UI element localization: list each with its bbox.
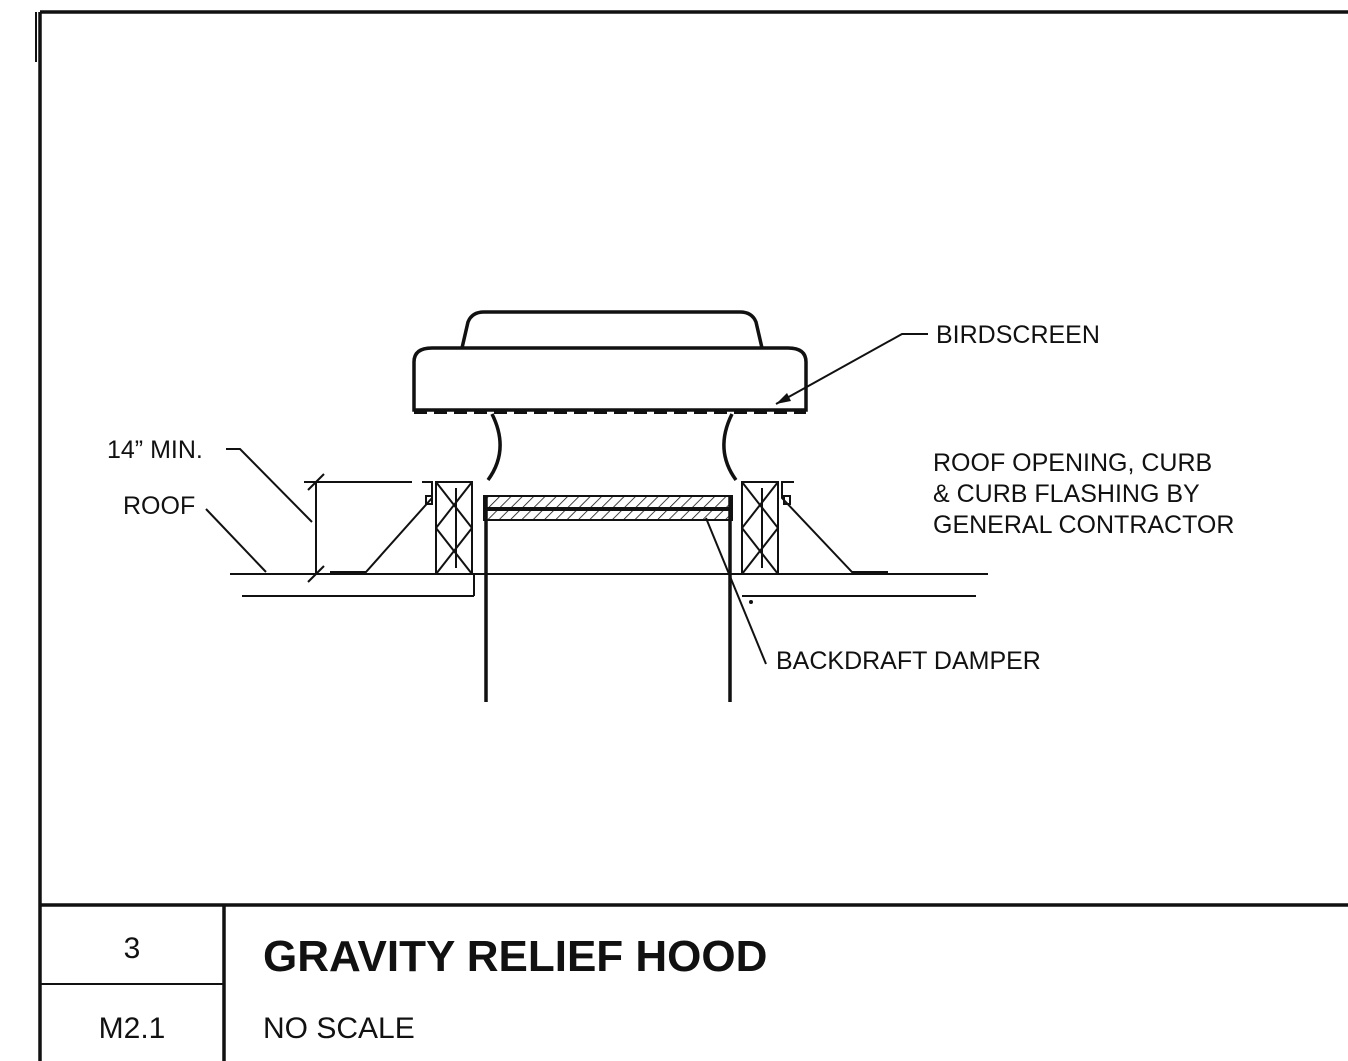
detail-title: GRAVITY RELIEF HOOD	[263, 932, 767, 981]
roof-label: ROOF	[123, 492, 195, 520]
right-curb	[741, 481, 888, 575]
note-line-1: ROOF OPENING, CURB	[933, 449, 1212, 477]
note-line-3: GENERAL CONTRACTOR	[933, 511, 1234, 539]
hood-neck	[486, 413, 738, 482]
title-block	[40, 903, 1348, 1061]
roof-deck	[230, 573, 988, 597]
backdraft-damper	[483, 495, 733, 521]
left-curb	[330, 481, 475, 596]
scale-note: NO SCALE	[263, 1012, 415, 1045]
sheet-number: M2.1	[99, 1012, 166, 1045]
sheet-border	[35, 10, 1348, 1061]
duct	[484, 496, 732, 702]
hood-cap	[412, 310, 808, 412]
min-height-label: 14” MIN.	[107, 436, 203, 464]
note-line-2: & CURB FLASHING BY	[933, 480, 1200, 508]
dimension-14-min	[226, 448, 412, 583]
detail-number: 3	[124, 932, 141, 965]
leader-lines	[205, 333, 928, 665]
backdraft-damper-label: BACKDRAFT DAMPER	[776, 647, 1041, 675]
birdscreen-label: BIRDSCREEN	[936, 321, 1100, 349]
